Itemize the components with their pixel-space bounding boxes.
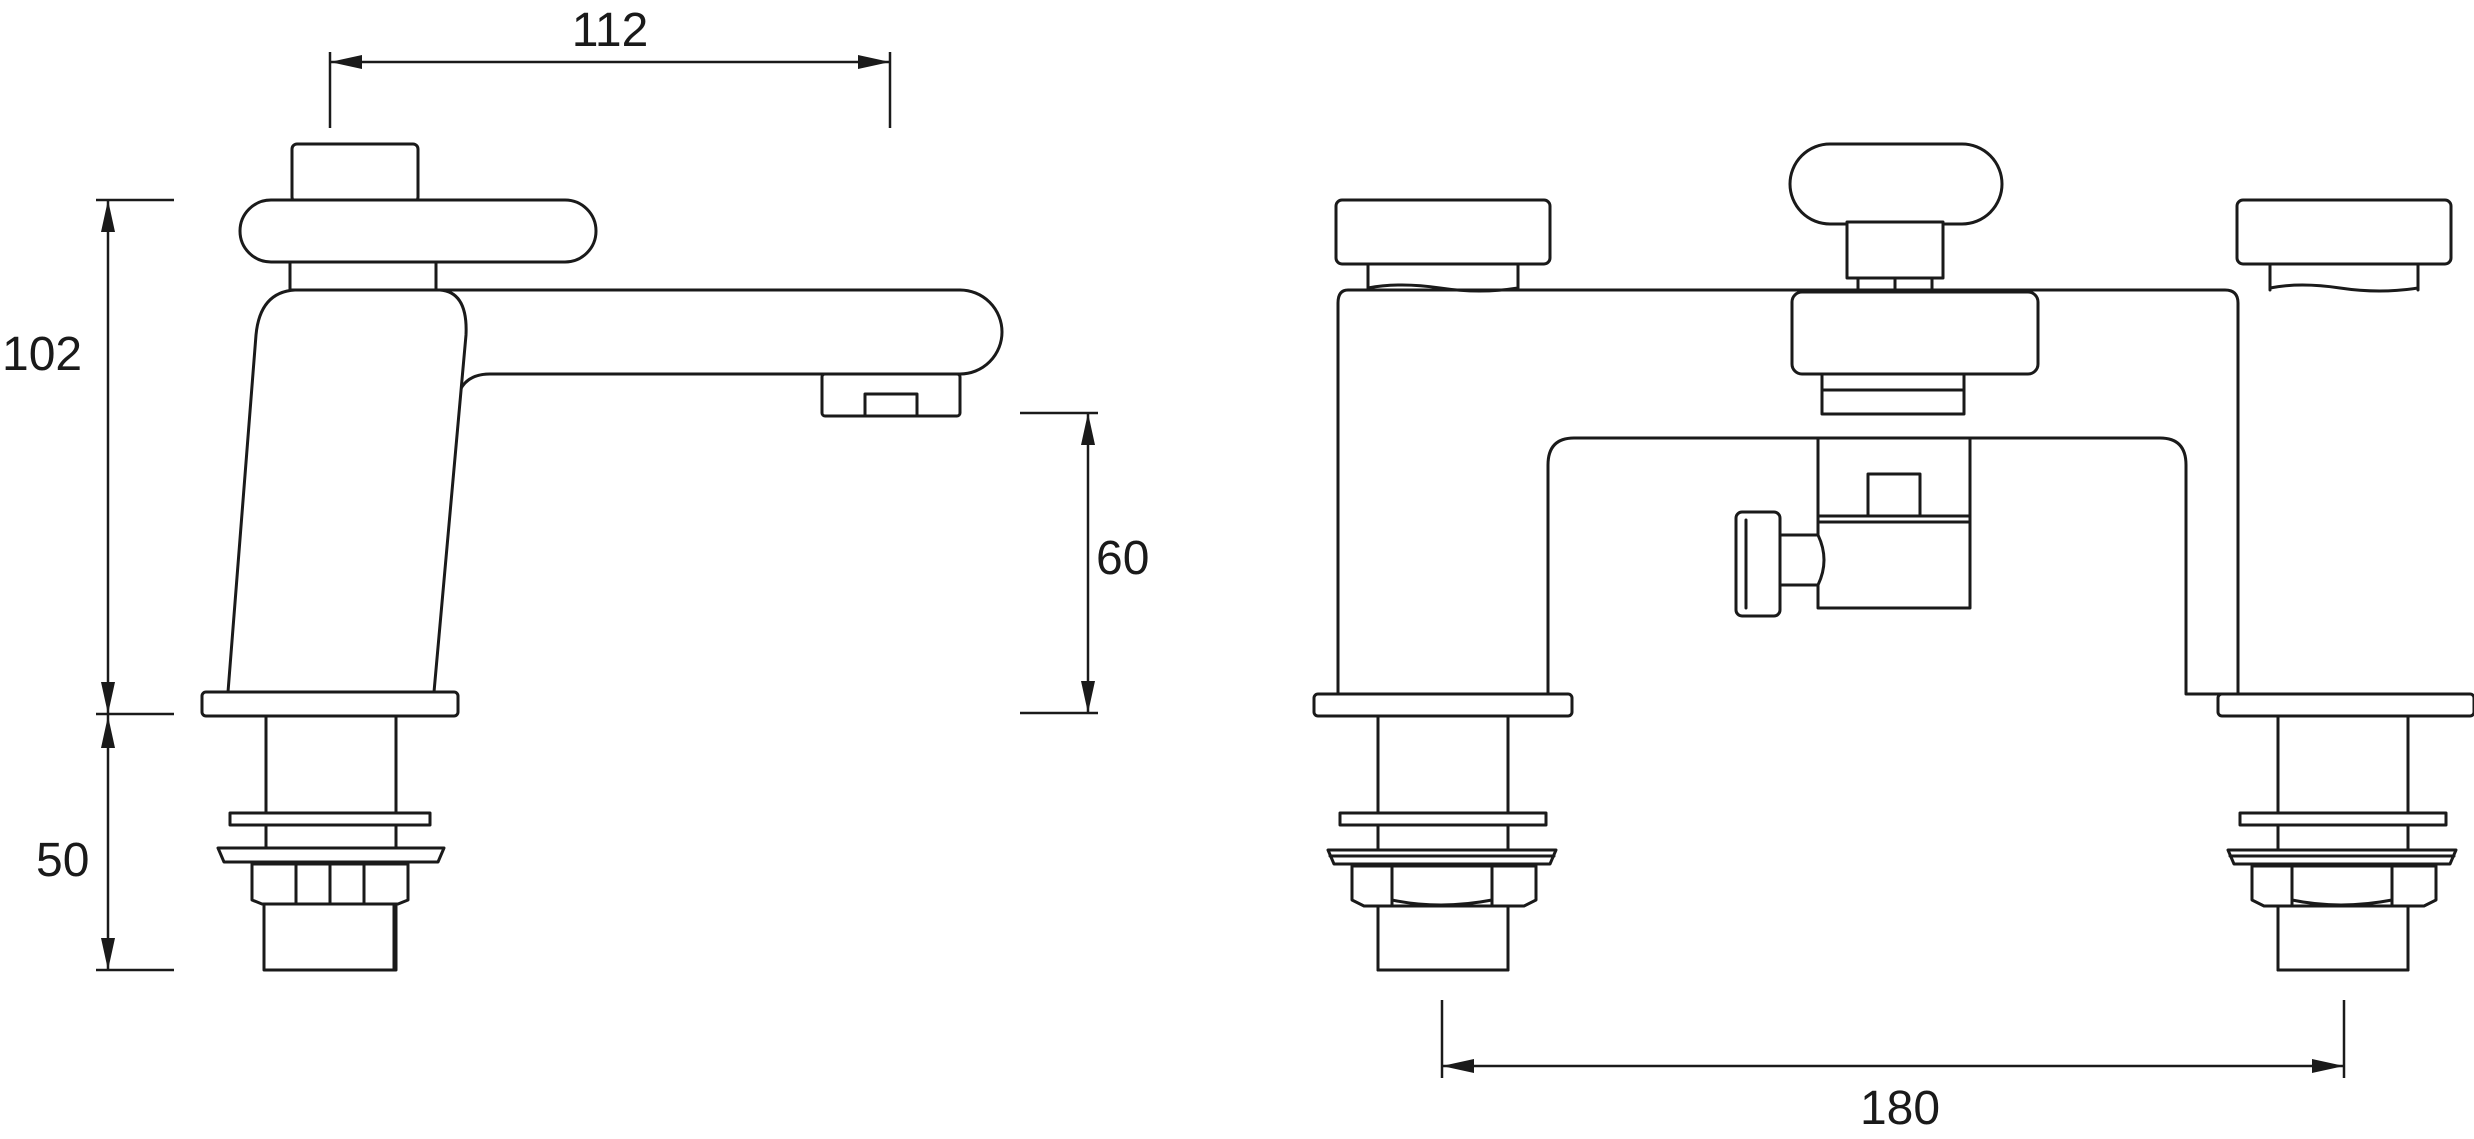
left-handle	[1334, 198, 1552, 266]
dimension-label-112: 112	[572, 4, 649, 57]
dimension-tail-length: 50	[36, 714, 174, 972]
dimension-overall-height: 102	[2, 198, 174, 716]
shower-nut	[1734, 510, 1782, 618]
left-base-flange	[1312, 692, 1574, 718]
lever-collar	[288, 260, 438, 292]
spout	[418, 288, 1004, 422]
dimension-label-102: 102	[2, 328, 82, 381]
tap-body	[226, 288, 468, 694]
dimension-spout-reach: 112	[328, 4, 892, 128]
left-tail	[1326, 714, 1558, 972]
dimension-label-180: 180	[1860, 1082, 1940, 1135]
mixer-body	[1336, 288, 2240, 696]
dimension-label-50: 50	[36, 834, 89, 887]
lever-cap	[290, 142, 420, 204]
shower-connector	[1776, 533, 1826, 587]
dimension-spout-clearance: 60	[1020, 411, 1149, 715]
bath-mixer-front-view	[1312, 142, 2474, 972]
right-base-flange	[2216, 692, 2474, 718]
left-handle-stem	[1366, 262, 1520, 293]
washer-2	[216, 846, 446, 864]
basin-tap-side-view	[200, 142, 1004, 972]
dimension-label-60: 60	[1096, 532, 1149, 585]
diverter-stem	[1845, 220, 1945, 280]
right-handle-stem	[2268, 262, 2420, 293]
spout-block	[1790, 290, 2040, 376]
tail-end	[262, 902, 396, 972]
right-handle	[2235, 198, 2453, 266]
diverter-knob	[1788, 142, 2004, 226]
right-tail	[2226, 714, 2458, 972]
base-flange	[200, 690, 460, 718]
spout-outlet	[1820, 372, 1966, 416]
washer-1	[228, 811, 432, 827]
lever-handle	[238, 198, 598, 264]
cartridge-top	[1866, 472, 1922, 518]
dimension-tap-centres: 180	[1440, 1000, 2346, 1135]
aerator-inner	[863, 392, 919, 418]
